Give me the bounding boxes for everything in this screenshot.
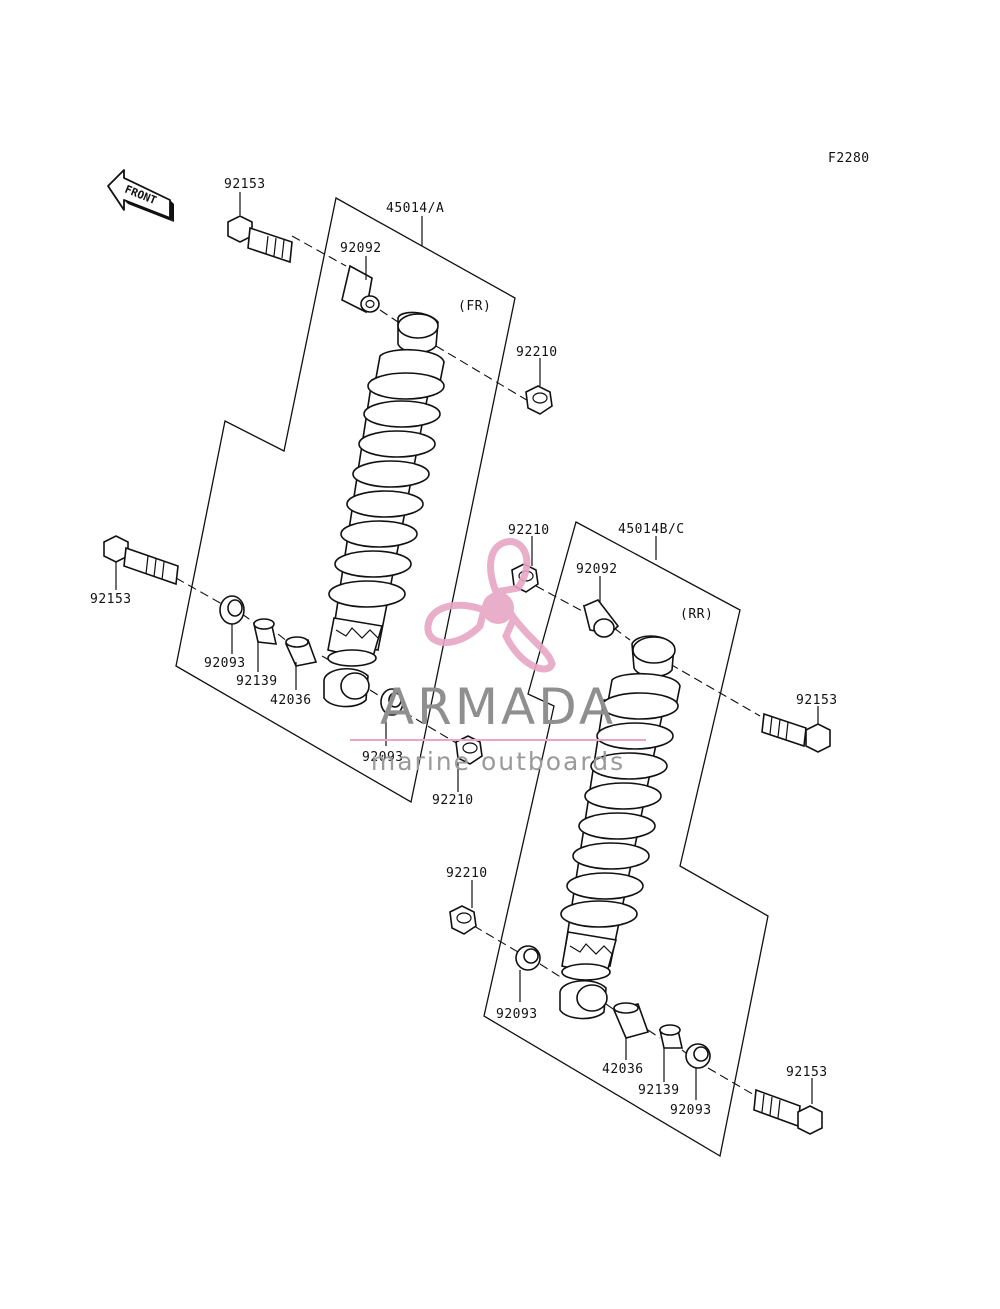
rear-upper-nut-label: 92210 bbox=[508, 523, 550, 538]
front-assembly: 92153 45014/A 92092 (FR) 92210 92153 920… bbox=[90, 177, 558, 808]
rear-lower-collar bbox=[612, 1002, 650, 1039]
front-assembly-label: 45014/A bbox=[386, 201, 444, 216]
rear-shock-lower-body bbox=[559, 931, 618, 1020]
rear-lower-bolt bbox=[753, 1088, 823, 1135]
rear-lower-nut-label: 92210 bbox=[446, 866, 488, 881]
front-upper-nut-label: 92210 bbox=[516, 345, 558, 360]
rear-upper-bolt-label: 92153 bbox=[796, 693, 838, 708]
front-upper-collar-label: 92092 bbox=[340, 241, 382, 256]
rear-upper-bolt bbox=[761, 712, 831, 753]
rear-upper-collar-label: 92092 bbox=[576, 562, 618, 577]
rear-lower-seal-left-label: 92093 bbox=[496, 1007, 538, 1022]
front-lower-seal-right-label: 92093 bbox=[362, 750, 404, 765]
front-lower-bolt bbox=[103, 535, 179, 586]
watermark-tagline: marine outboards bbox=[371, 747, 625, 776]
rear-assembly-frame bbox=[483, 521, 769, 1158]
front-lower-seal-left-label: 92093 bbox=[204, 656, 246, 671]
rear-lower-bolt-label: 92153 bbox=[786, 1065, 828, 1080]
rear-lower-seal-right bbox=[685, 1043, 711, 1069]
front-spring bbox=[328, 372, 445, 608]
front-lower-seal-left bbox=[219, 595, 245, 625]
rear-assembly: 92210 45014B/C 92092 (RR) 92153 92210 92… bbox=[446, 521, 838, 1158]
front-arrow-icon: FRONT bbox=[107, 169, 174, 222]
front-lower-bushing bbox=[252, 618, 278, 645]
watermark-brand: ARMADA bbox=[380, 678, 616, 736]
front-upper-bolt bbox=[227, 215, 293, 264]
front-upper-collar bbox=[341, 264, 380, 314]
rear-lower-seal-right-label: 92093 bbox=[670, 1103, 712, 1118]
front-upper-bolt-label: 92153 bbox=[224, 177, 266, 192]
rear-position-label: (RR) bbox=[680, 607, 713, 622]
rear-lower-collar-label: 42036 bbox=[602, 1062, 644, 1077]
front-lower-bolt-label: 92153 bbox=[90, 592, 132, 607]
front-shock-lower-body bbox=[323, 617, 384, 708]
front-lower-seal-right bbox=[380, 688, 404, 716]
front-lower-bushing-label: 92139 bbox=[236, 674, 278, 689]
front-upper-nut bbox=[525, 385, 553, 415]
front-assembly-frame bbox=[175, 196, 516, 804]
propeller-logo-icon bbox=[424, 538, 556, 673]
rear-lower-nut bbox=[449, 905, 477, 935]
diagram-code: F2280 bbox=[828, 151, 870, 166]
rear-lower-bushing-label: 92139 bbox=[638, 1083, 680, 1098]
front-lower-collar bbox=[284, 636, 318, 667]
rear-lower-seal-left bbox=[515, 945, 541, 971]
rear-lower-bushing bbox=[659, 1024, 683, 1049]
rear-spring bbox=[560, 692, 679, 928]
front-lower-nut bbox=[455, 735, 483, 765]
front-lower-nut-label: 92210 bbox=[432, 793, 474, 808]
rear-assembly-label: 45014B/C bbox=[618, 522, 685, 537]
front-lower-collar-label: 42036 bbox=[270, 693, 312, 708]
watermark: ARMADA marine outboards bbox=[350, 538, 646, 776]
front-position-label: (FR) bbox=[458, 299, 491, 314]
rear-upper-collar bbox=[582, 599, 620, 638]
